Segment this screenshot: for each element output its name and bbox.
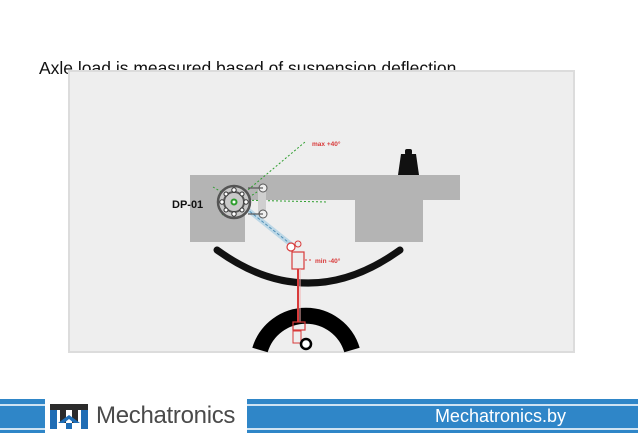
min-angle-label: min -40° <box>315 257 341 265</box>
angle-guides <box>212 141 329 216</box>
shock-absorber-icon <box>286 240 306 344</box>
max-angle-label: max +40° <box>312 140 341 148</box>
brand-name: Mechatronics <box>96 402 236 429</box>
mechatronics-logo-icon <box>48 401 90 431</box>
sensor-label: DP-01 <box>172 199 203 211</box>
leaf-spring <box>213 246 404 287</box>
wheel-hub-icon <box>299 337 313 351</box>
site-url-link[interactable]: Mechatronics.by <box>434 406 566 426</box>
linkage-plate <box>248 183 268 219</box>
footer-stripe-top <box>0 404 638 406</box>
footer-stripe-bottom <box>0 428 638 430</box>
wheel-icon <box>252 307 360 353</box>
diagram-panel <box>68 70 575 353</box>
sensor-gear-icon <box>216 184 252 220</box>
weight-icon <box>398 149 419 175</box>
